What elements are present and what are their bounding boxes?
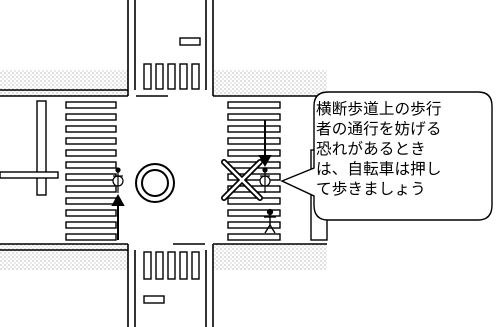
circle-ok-icon bbox=[135, 163, 175, 203]
road-edges bbox=[0, 0, 327, 327]
direction-arrows bbox=[111, 120, 272, 240]
callout-line: 恐れがあるとき bbox=[316, 140, 426, 158]
speech-bubble bbox=[280, 91, 493, 221]
callout-line: は、自転車は押し bbox=[316, 160, 442, 178]
sidewalk-areas bbox=[0, 70, 327, 270]
cyclist-icon bbox=[112, 167, 124, 193]
pedestrian-icon bbox=[264, 208, 276, 234]
callout-line: 者の通行を妨げる bbox=[316, 120, 442, 138]
callout-line: 横断歩道上の歩行 bbox=[316, 100, 442, 118]
crosswalk-west bbox=[65, 101, 117, 241]
cross-ng-icon bbox=[221, 159, 263, 201]
stop-lines bbox=[136, 95, 205, 245]
callout-line: て歩きましょう bbox=[316, 180, 426, 198]
crosswalk-south bbox=[143, 251, 200, 280]
callout-text: 横断歩道上の歩行 者の通行を妨げる 恐れがあるとき は、自転車は押し て歩きまし… bbox=[316, 99, 492, 199]
crosswalk-north bbox=[143, 63, 200, 90]
cyclist-icon bbox=[259, 167, 271, 193]
